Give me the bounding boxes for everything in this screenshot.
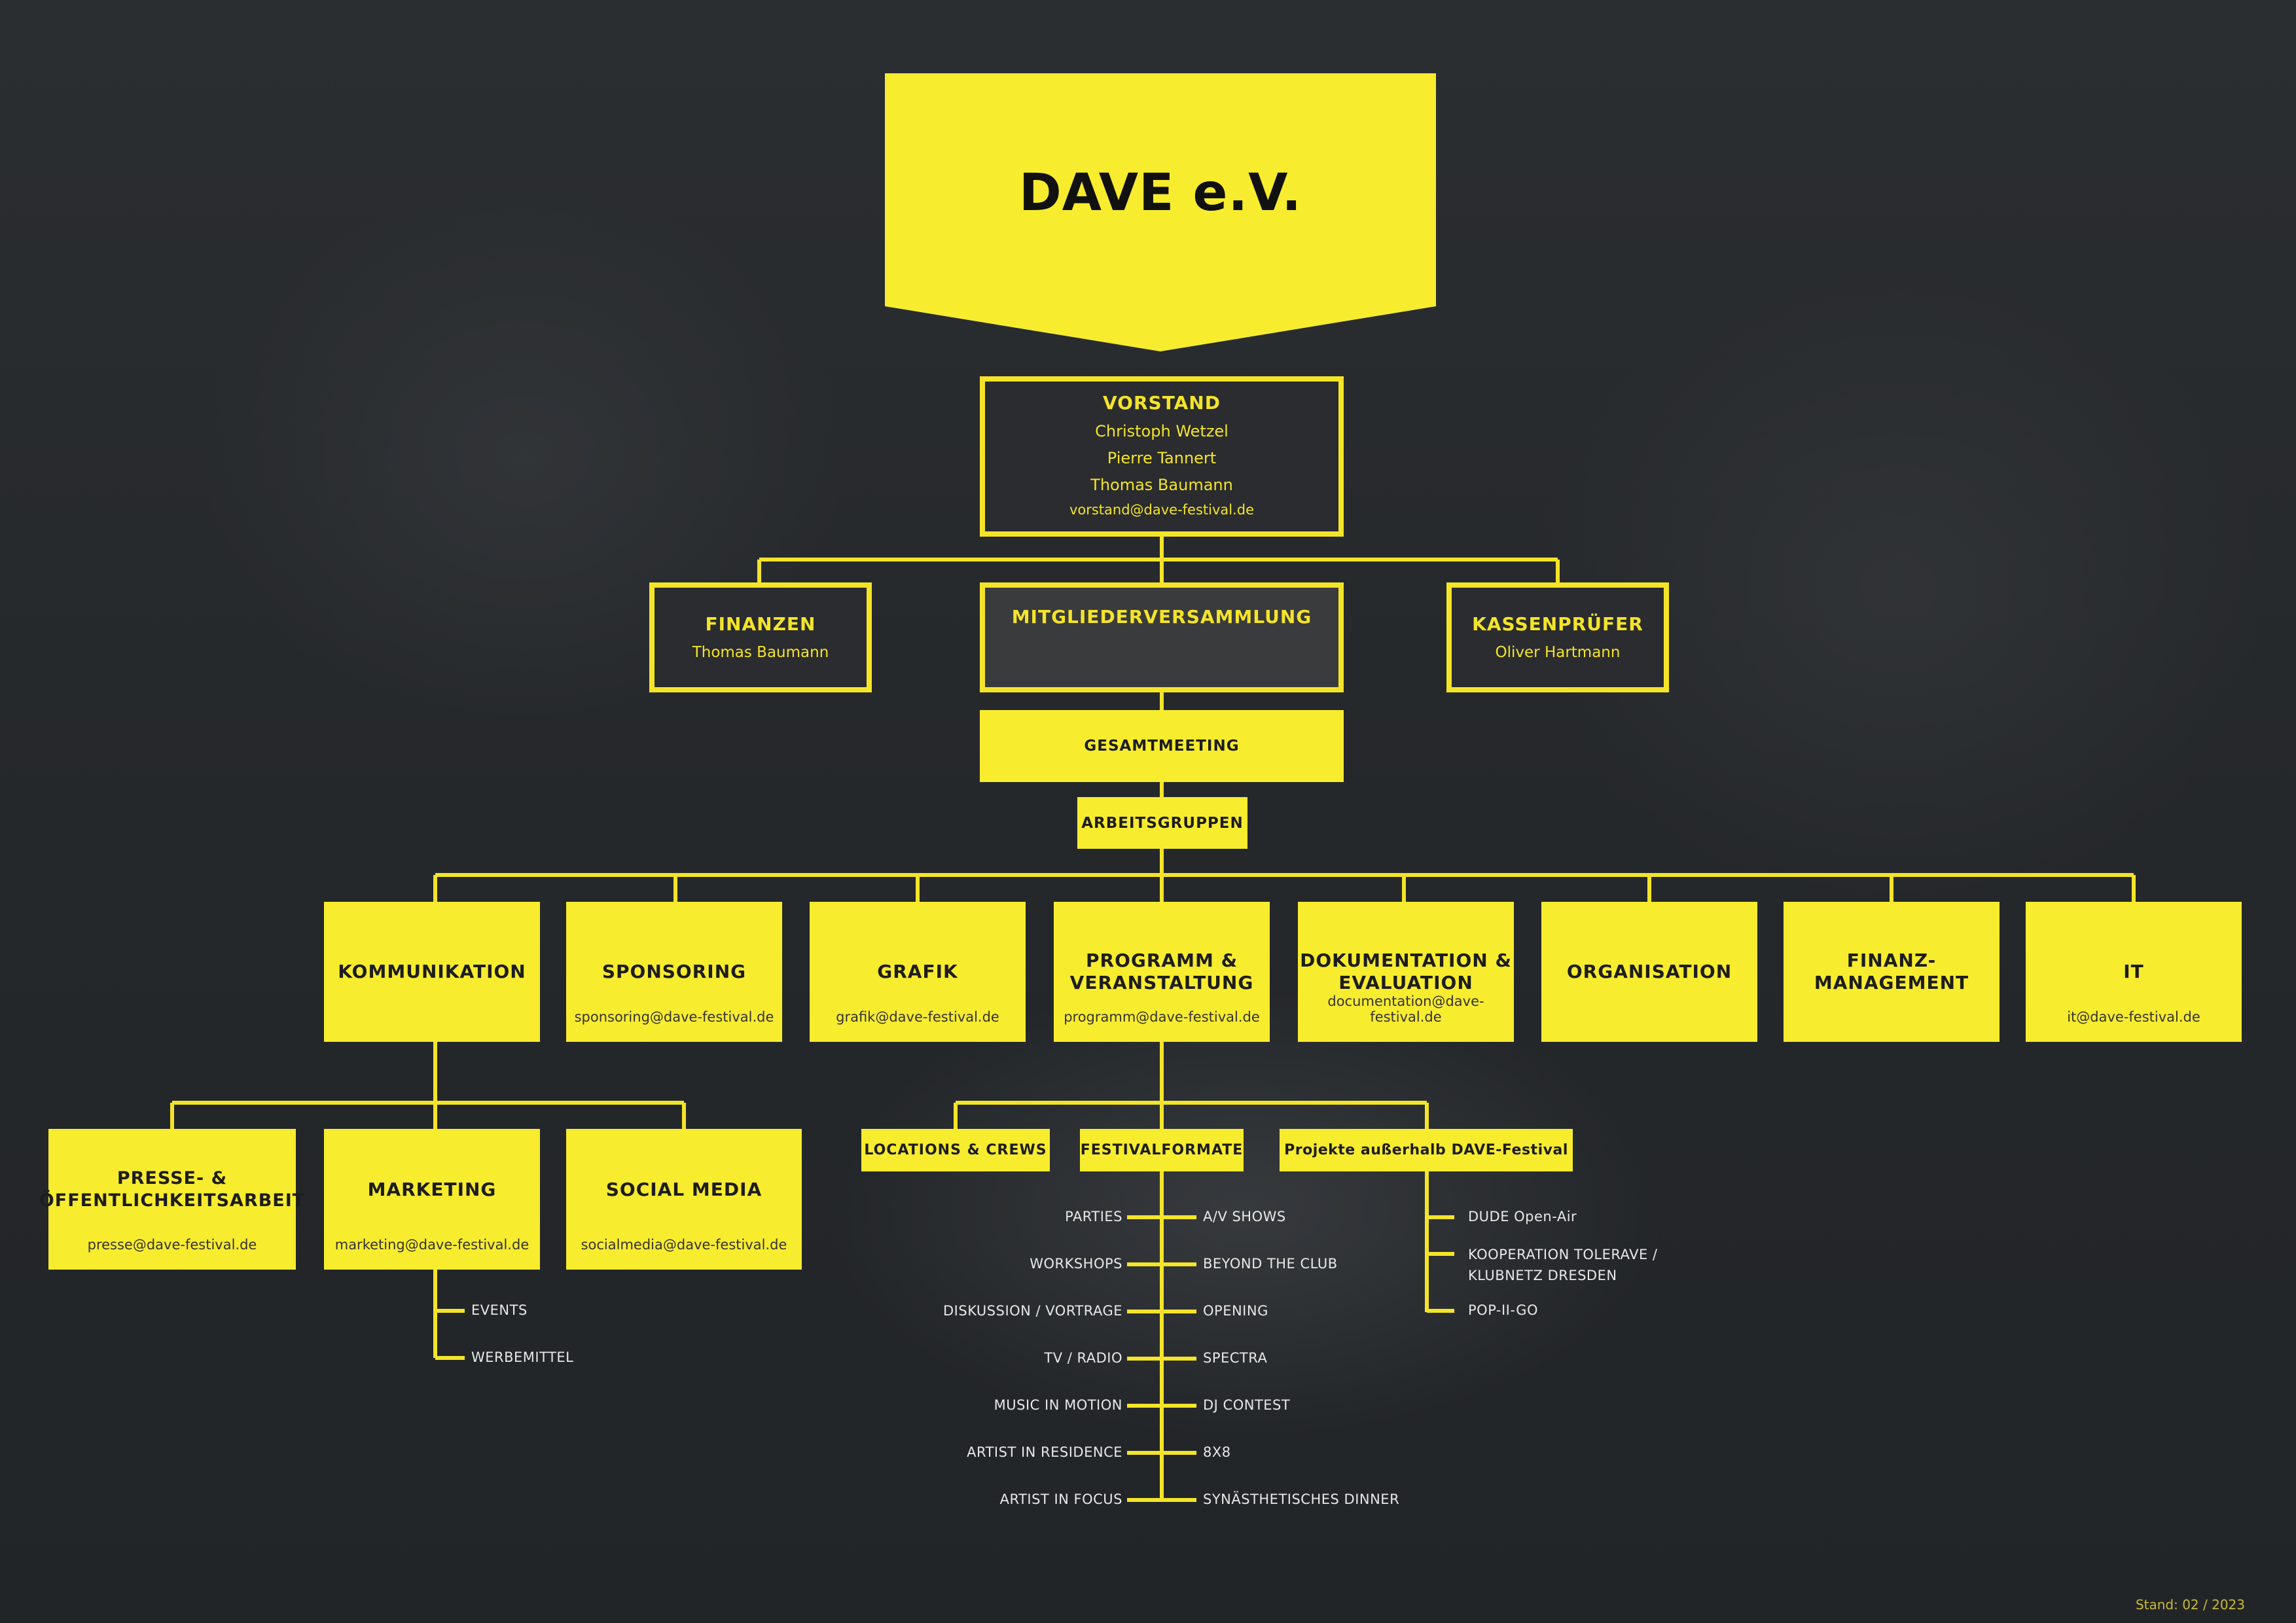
group-email[interactable]: it@dave-festival.de: [2067, 1009, 2200, 1025]
format-right: 8X8: [1203, 1444, 1231, 1460]
format-left: TV / RADIO: [1044, 1350, 1122, 1366]
arbeitsgruppen-title: ARBEITSGRUPPEN: [1081, 814, 1244, 832]
vorstand-title: VORSTAND: [1103, 392, 1221, 414]
arbeitsgruppen-box: ARBEITSGRUPPEN: [1077, 797, 1247, 849]
kassenpruefer-box: KASSENPRÜFER Oliver Hartmann: [1446, 582, 1669, 692]
format-left: WORKSHOPS: [1030, 1256, 1122, 1272]
format-right: OPENING: [1203, 1303, 1268, 1319]
group-email[interactable]: documentation@dave-festival.de: [1327, 993, 1484, 1025]
programm-sub-title: LOCATIONS & CREWS: [864, 1141, 1047, 1158]
group-title: ORGANISATION: [1566, 961, 1732, 982]
group-grafik: GRAFIK grafik@dave-festival.de: [810, 902, 1026, 1042]
group-title: SPONSORING: [601, 961, 747, 982]
projekt-item: POP-II-GO: [1468, 1302, 1539, 1318]
mitgliederversammlung-title: MITGLIEDERVERSAMMLUNG: [1011, 606, 1312, 628]
programm-locations-crews: LOCATIONS & CREWS: [861, 1129, 1050, 1171]
finanzen-person: Thomas Baumann: [692, 644, 829, 661]
group-title: PROGRAMM & VERANSTALTUNG: [1069, 950, 1254, 993]
marketing-item-werbemittel: WERBEMITTEL: [471, 1349, 574, 1365]
mitgliederversammlung-box: MITGLIEDERVERSAMMLUNG: [980, 582, 1344, 692]
format-right: SPECTRA: [1203, 1350, 1268, 1366]
group-sponsoring: SPONSORING sponsoring@dave-festival.de: [566, 902, 782, 1042]
format-left: DISKUSSION / VORTRAGE: [943, 1303, 1122, 1319]
subgroup-title: SOCIAL MEDIA: [605, 1178, 762, 1200]
programm-sub-title: Projekte außerhalb DAVE-Festival: [1284, 1141, 1568, 1158]
stand-date: Stand: 02 / 2023: [2135, 1597, 2245, 1613]
group-title: IT: [2123, 961, 2144, 982]
vorstand-member: Thomas Baumann: [1090, 476, 1233, 494]
group-programm: PROGRAMM & VERANSTALTUNG programm@dave-f…: [1054, 902, 1270, 1042]
group-email[interactable]: programm@dave-festival.de: [1064, 1009, 1260, 1025]
format-left: ARTIST IN FOCUS: [999, 1491, 1122, 1507]
group-email[interactable]: sponsoring@dave-festival.de: [574, 1009, 774, 1025]
group-email[interactable]: grafik@dave-festival.de: [836, 1009, 999, 1025]
projekt-item: DUDE Open-Air: [1468, 1209, 1577, 1224]
subgroup-email[interactable]: marketing@dave-festival.de: [334, 1237, 529, 1253]
group-kommunikation: KOMMUNIKATION: [324, 902, 540, 1042]
gesamtmeeting-title: GESAMTMEETING: [1084, 738, 1240, 755]
group-finanzmanagement: FINANZ- MANAGEMENT: [1784, 902, 2000, 1042]
vorstand-email[interactable]: vorstand@dave-festival.de: [1069, 502, 1255, 518]
programm-projekte: Projekte außerhalb DAVE-Festival: [1280, 1129, 1573, 1171]
format-right: DJ CONTEST: [1203, 1397, 1291, 1413]
header-banner: [885, 73, 1436, 351]
subgroup-social-media: SOCIAL MEDIA socialmedia@dave-festival.d…: [566, 1129, 802, 1270]
subgroup-title: MARKETING: [367, 1178, 497, 1200]
format-left: ARTIST IN RESIDENCE: [967, 1444, 1122, 1460]
format-right: BEYOND THE CLUB: [1203, 1256, 1338, 1272]
group-title: GRAFIK: [877, 961, 958, 982]
vorstand-member: Christoph Wetzel: [1095, 422, 1229, 440]
page-title: DAVE e.V.: [1018, 164, 1302, 223]
finanzen-box: FINANZEN Thomas Baumann: [649, 582, 872, 692]
vorstand-box: VORSTAND Christoph Wetzel Pierre Tannert…: [980, 376, 1344, 537]
vorstand-member: Pierre Tannert: [1107, 449, 1217, 467]
programm-sub-title: FESTIVALFORMATE: [1080, 1141, 1244, 1158]
kassenpruefer-title: KASSENPRÜFER: [1472, 613, 1643, 635]
group-title: FINANZ- MANAGEMENT: [1814, 950, 1969, 993]
group-it: IT it@dave-festival.de: [2026, 902, 2242, 1042]
subgroup-presse: PRESSE- & ÖFFENTLICHKEITSARBEIT presse@d…: [39, 1129, 304, 1270]
group-title: DOKUMENTATION & EVALUATION: [1300, 950, 1512, 993]
gesamtmeeting-box: GESAMTMEETING: [980, 710, 1344, 782]
subgroup-title: PRESSE- & ÖFFENTLICHKEITSARBEIT: [39, 1168, 306, 1211]
format-right: SYNÄSTHETISCHES DINNER: [1203, 1491, 1400, 1507]
subgroup-marketing: MARKETING marketing@dave-festival.de: [324, 1129, 540, 1270]
subgroup-email[interactable]: socialmedia@dave-festival.de: [581, 1237, 787, 1253]
marketing-item-events: EVENTS: [471, 1302, 528, 1318]
finanzen-title: FINANZEN: [705, 613, 816, 635]
projekt-item: KOOPERATION TOLERAVE / KLUBNETZ DRESDEN: [1468, 1247, 1658, 1283]
programm-festivalformate: FESTIVALFORMATE: [1080, 1129, 1244, 1171]
format-left: PARTIES: [1065, 1209, 1122, 1224]
kassenpruefer-person: Oliver Hartmann: [1495, 644, 1621, 661]
subgroup-email[interactable]: presse@dave-festival.de: [87, 1237, 257, 1253]
group-dokumentation: DOKUMENTATION & EVALUATION documentation…: [1298, 902, 1514, 1042]
group-organisation: ORGANISATION: [1541, 902, 1757, 1042]
format-right: A/V SHOWS: [1203, 1209, 1286, 1224]
group-title: KOMMUNIKATION: [338, 961, 526, 982]
format-left: MUSIC IN MOTION: [994, 1397, 1122, 1413]
